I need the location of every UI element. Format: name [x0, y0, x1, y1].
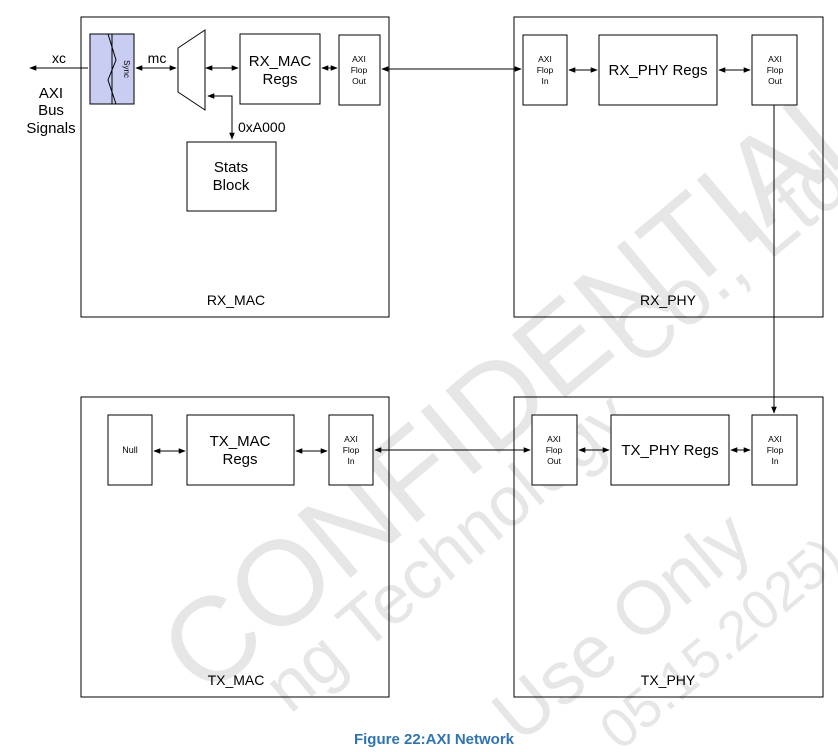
rx-phy-flop-out-line-2: Flop [767, 65, 784, 75]
tx-mac-block: TX_MAC [80, 396, 390, 698]
stats-arrow [207, 93, 235, 140]
tx-mac-flop-in-line-3: In [347, 456, 354, 466]
tx-phy-label: TX_PHY [641, 672, 696, 688]
tx-phy-flop-out-line-1: AXI [547, 434, 561, 444]
rx-phy-flop-out-line-1: AXI [768, 54, 782, 64]
rx-mac-flop-out-line-1: AXI [352, 54, 366, 64]
rx-phy-regs-label: RX_PHY Regs [609, 62, 708, 79]
stats-block-line-2: Block [213, 177, 250, 194]
tx-phy-regs-label: TX_PHY Regs [621, 442, 718, 459]
axi-bus-signals-line-3: Signals [26, 120, 75, 137]
rx-phy-flop-in-line-2: Flop [537, 65, 554, 75]
demux-shape [177, 29, 206, 111]
rx-phy-block: RX_PHY [513, 16, 824, 318]
axi-bus-signals-line-1: AXI [39, 85, 63, 102]
tx-phy-axi-flop-in: AXI Flop In [751, 414, 798, 486]
tx-phy-flop-in-line-3: In [771, 456, 778, 466]
tx-phy-flop-out-line-2: Flop [546, 445, 563, 455]
tx-mac-axi-flop-in: AXI Flop In [328, 414, 374, 486]
rx-phy-flop-in-line-3: In [541, 76, 548, 86]
mc-label: mc [148, 50, 167, 66]
rx-mac-regs-line-1: RX_MAC [249, 53, 312, 70]
sync-block: Sync [89, 33, 135, 105]
rx-mac-regs-block: RX_MAC Regs [239, 33, 321, 105]
stats-block-line-1: Stats [214, 159, 248, 176]
sync-label: Sync [122, 60, 131, 78]
tx-phy-block: TX_PHY [513, 396, 824, 698]
rx-phy-flop-out-line-3: Out [768, 76, 782, 86]
xc-label: xc [52, 50, 66, 66]
tx-phy-axi-flop-out: AXI Flop Out [531, 414, 578, 486]
rx-mac-flop-out-line-2: Flop [351, 65, 368, 75]
tx-phy-flop-in-line-2: Flop [767, 445, 784, 455]
tx-phy-regs-block: TX_PHY Regs [610, 414, 730, 486]
rx-mac-block: RX_MAC [80, 16, 390, 318]
rx-phy-label: RX_PHY [640, 292, 697, 308]
rx-mac-label: RX_MAC [207, 292, 265, 308]
rx-mac-regs-line-2: Regs [262, 71, 297, 88]
tx-phy-flop-in-line-1: AXI [768, 434, 782, 444]
rx-phy-axi-flop-in: AXI Flop In [522, 34, 568, 106]
tx-mac-flop-in-line-1: AXI [344, 434, 358, 444]
rx-phy-axi-flop-out: AXI Flop Out [751, 34, 798, 106]
rx-phy-flop-in-line-1: AXI [538, 54, 552, 64]
rx-mac-axi-flop-out: AXI Flop Out [338, 34, 381, 106]
tx-mac-regs-line-1: TX_MAC [210, 433, 271, 450]
figure-caption: Figure 22:AXI Network [354, 731, 515, 748]
stats-block: Stats Block [186, 141, 277, 212]
null-block: Null [107, 414, 153, 486]
tx-phy-flop-out-line-3: Out [547, 456, 561, 466]
null-label: Null [122, 445, 138, 455]
tx-mac-regs-block: TX_MAC Regs [186, 414, 295, 486]
tx-mac-flop-in-line-2: Flop [343, 445, 360, 455]
rx-mac-flop-out-line-3: Out [352, 76, 366, 86]
tx-mac-label: TX_MAC [208, 672, 265, 688]
rx-phy-regs-block: RX_PHY Regs [598, 34, 718, 106]
tx-mac-regs-line-2: Regs [222, 451, 257, 468]
axi-bus-signals-line-2: Bus [38, 102, 64, 119]
address-label: 0xA000 [238, 119, 286, 135]
